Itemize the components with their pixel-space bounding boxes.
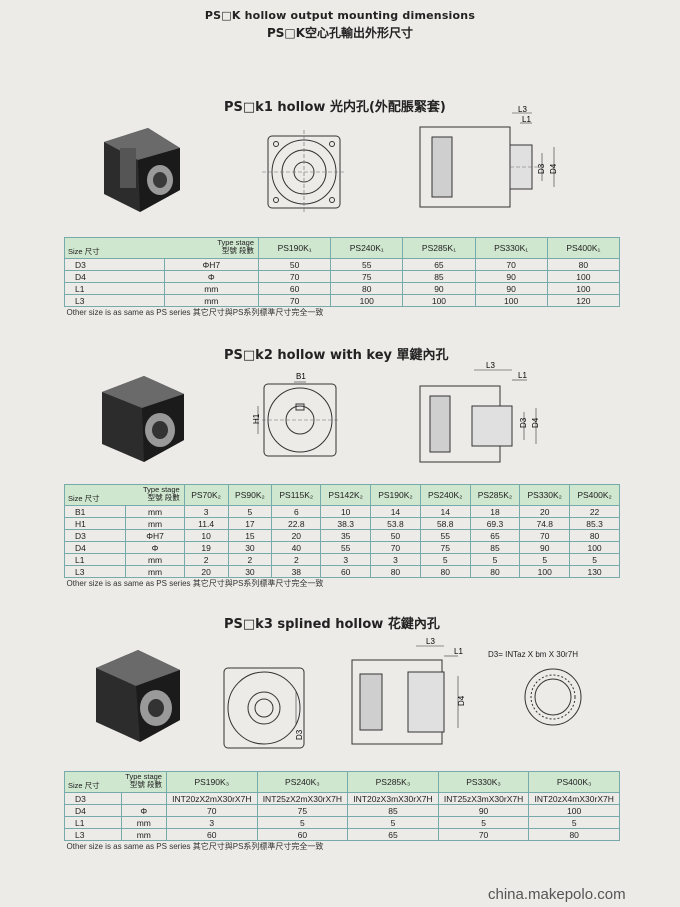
column-header: PS330K₂: [519, 484, 571, 506]
header-title-en: PS□K hollow output mounting dimensions: [204, 9, 476, 22]
column-header: PS285K₁: [402, 237, 476, 259]
dim-label-l1: L1: [518, 371, 527, 380]
dim-label-b1: B1: [296, 372, 306, 381]
column-header: PS400K₁: [546, 237, 621, 259]
column-header: PS90K₂: [227, 484, 273, 506]
section-k1-title: PS□k1 hollow 光内孔(外配脹緊套): [224, 100, 446, 115]
column-header: PS330K₃: [437, 771, 530, 793]
table-note: Other size is as same as PS series 其它尺寸與…: [64, 306, 620, 318]
dim-label-l3: L3: [486, 361, 495, 370]
gearbox-photo-k1: [104, 128, 180, 212]
column-header: PS190K₂: [370, 484, 421, 506]
side-view-k2: L3 L1 D3 D4: [419, 361, 540, 463]
column-header: PS190K₃: [165, 771, 258, 793]
table-note: Other size is as same as PS series 其它尺寸與…: [64, 577, 620, 589]
section-k3-title: PS□k3 splined hollow 花鍵內孔: [224, 617, 440, 632]
dim-label-l1: L1: [522, 115, 531, 124]
dim-label-h1: H1: [252, 413, 261, 424]
dim-label-d3: D3: [295, 729, 304, 740]
gearbox-photo-k2: [102, 376, 184, 462]
column-header: PS400K₃: [528, 771, 620, 793]
front-view-k1: [262, 130, 346, 214]
dim-label-d3: D3: [519, 417, 528, 428]
section-k2-title: PS□k2 hollow with key 單鍵內孔: [224, 348, 449, 363]
column-header: PS142K₂: [320, 484, 372, 506]
column-header: PS115K₂: [271, 484, 322, 506]
column-header: PS400K₂: [569, 484, 620, 506]
spline-detail-view: [524, 668, 582, 726]
table-note-row: Other size is as same as PS series 其它尺寸與…: [64, 306, 620, 318]
table-note-row: Other size is as same as PS series 其它尺寸與…: [64, 577, 620, 589]
front-view-k3: D3: [223, 667, 305, 749]
column-header: PS70K₂: [183, 484, 229, 506]
side-view-k1: L3 L1 D3 D4: [419, 105, 558, 208]
dim-label-d4: D4: [531, 417, 540, 428]
dim-label-l3: L3: [518, 105, 527, 114]
column-header: PS240K₁: [330, 237, 404, 259]
header-title-cn: PS□K空心孔輸出外形尺寸: [266, 26, 414, 40]
table-note-row: Other size is as same as PS series 其它尺寸與…: [64, 840, 620, 852]
dim-label-d4: D4: [549, 163, 558, 174]
side-view-k3: L3 L1 D4: [351, 637, 466, 745]
column-header: PS190K₁: [258, 237, 332, 259]
front-view-k2: B1 H1: [252, 372, 340, 457]
dim-label-l3: L3: [426, 637, 435, 646]
dim-label-l1: L1: [454, 647, 463, 656]
column-header: PS285K₃: [347, 771, 439, 793]
dim-label-d3: D3: [537, 163, 546, 174]
spline-formula: D3= INTaz X bm X 30r7H: [488, 650, 579, 659]
gearbox-photo-k3: [96, 650, 180, 742]
column-header: PS240K₂: [419, 484, 471, 506]
column-header: PS240K₃: [256, 771, 349, 793]
column-header: PS285K₂: [469, 484, 521, 506]
table-note: Other size is as same as PS series 其它尺寸與…: [64, 840, 620, 852]
column-header: PS330K₁: [474, 237, 548, 259]
dim-label-d4: D4: [457, 695, 466, 706]
watermark-footer: china.makepolo.com: [488, 886, 626, 903]
